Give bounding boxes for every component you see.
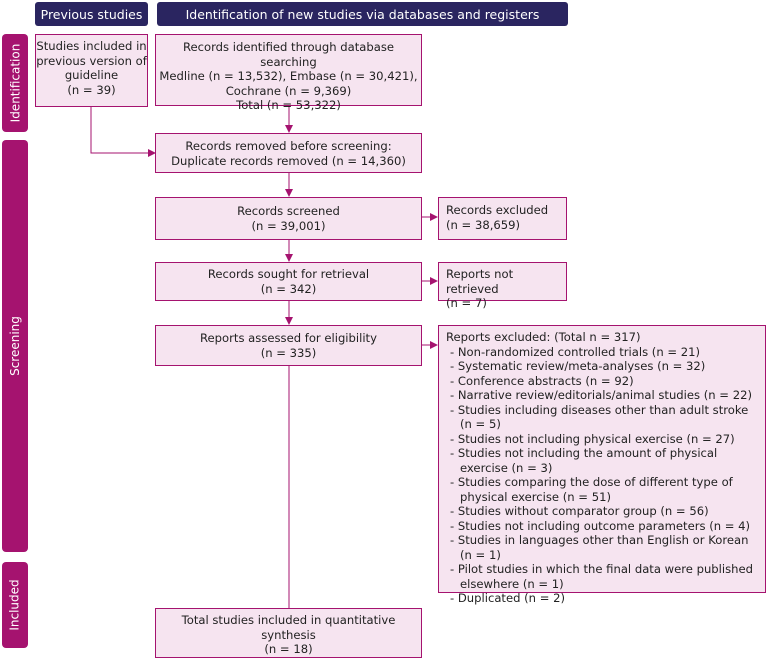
previous-line-4: (n = 39) (67, 82, 116, 97)
box-records-identified: Records identified through database sear… (155, 34, 422, 112)
total-line-1: Total studies included in quantitative s… (181, 613, 396, 642)
box-records-removed: Records removed before screening: Duplic… (155, 133, 422, 173)
exclusion-reason: Studies not including outcome parameters… (446, 519, 761, 534)
box-records-sought-retrieval: Records sought for retrieval (n = 342) (155, 262, 422, 301)
exclusion-reason: Pilot studies in which the final data we… (446, 562, 761, 591)
removed-line-1: Records removed before screening: (185, 139, 392, 153)
box-records-excluded: Records excluded (n = 38,659) (438, 197, 567, 240)
reports-excluded-list: Non-randomized controlled trials (n = 21… (446, 345, 761, 606)
exclusion-reason: Studies not including the amount of phys… (446, 446, 761, 475)
phase-screening: Screening (2, 140, 28, 552)
screened-line-2: (n = 39,001) (251, 218, 326, 233)
exclusion-reason: Conference abstracts (n = 92) (446, 374, 761, 389)
removed-line-2: Duplicate records removed (n = 14,360) (171, 153, 406, 168)
not-retrieved-line-2: (n = 7) (446, 296, 487, 310)
exclusion-reason: Studies comparing the dose of different … (446, 475, 761, 504)
previous-line-2: previous version of (36, 53, 147, 68)
phase-included: Included (2, 562, 28, 648)
exclusion-reason: Systematic review/meta-analyses (n = 32) (446, 359, 761, 374)
screened-line-1: Records screened (237, 204, 340, 218)
identified-line-3: Cochrane (n = 9,369) (225, 83, 352, 98)
exclusion-reason: Studies not including physical exercise … (446, 432, 761, 447)
total-line-2: (n = 18) (264, 642, 313, 656)
arrow-previous-to-removed (90, 107, 156, 157)
identified-line-1: Records identified through database sear… (182, 40, 395, 69)
excluded-line-2: (n = 38,659) (446, 217, 521, 232)
excluded-line-1: Records excluded (446, 203, 549, 217)
not-retrieved-line-1: Reports not retrieved (446, 267, 514, 296)
phase-identification: Identification (2, 34, 28, 132)
reports-excluded-title: Reports excluded: (Total n = 317) (446, 330, 641, 344)
box-records-screened: Records screened (n = 39,001) (155, 197, 422, 240)
previous-line-1: Studies included in (36, 39, 147, 53)
header-new-studies: Identification of new studies via databa… (157, 2, 568, 26)
assessed-line-2: (n = 335) (260, 345, 317, 360)
sought-line-2: (n = 342) (260, 281, 317, 296)
identified-line-2: Medline (n = 13,532), Embase (n = 30,421… (159, 69, 418, 83)
box-reports-excluded: Reports excluded: (Total n = 317) Non-ra… (438, 325, 766, 605)
box-total-studies-included: Total studies included in quantitative s… (155, 608, 422, 658)
exclusion-reason: Narrative review/editorials/animal studi… (446, 388, 761, 403)
previous-line-3: guideline (64, 68, 119, 82)
identified-line-4: Total (n = 53,322) (236, 98, 341, 112)
box-reports-not-retrieved: Reports not retrieved (n = 7) (438, 262, 567, 310)
exclusion-reason: Duplicated (n = 2) (446, 591, 761, 606)
exclusion-reason: Studies in languages other than English … (446, 533, 761, 562)
box-reports-assessed-eligibility: Reports assessed for eligibility (n = 33… (155, 325, 422, 366)
exclusion-reason: Studies including diseases other than ad… (446, 403, 761, 432)
assessed-line-1: Reports assessed for eligibility (200, 331, 377, 345)
exclusion-reason: Non-randomized controlled trials (n = 21… (446, 345, 761, 360)
header-previous-studies: Previous studies (35, 2, 148, 26)
box-previous-studies-included: Studies included in previous version of … (35, 34, 148, 107)
exclusion-reason: Studies without comparator group (n = 56… (446, 504, 761, 519)
sought-line-1: Records sought for retrieval (207, 267, 370, 281)
